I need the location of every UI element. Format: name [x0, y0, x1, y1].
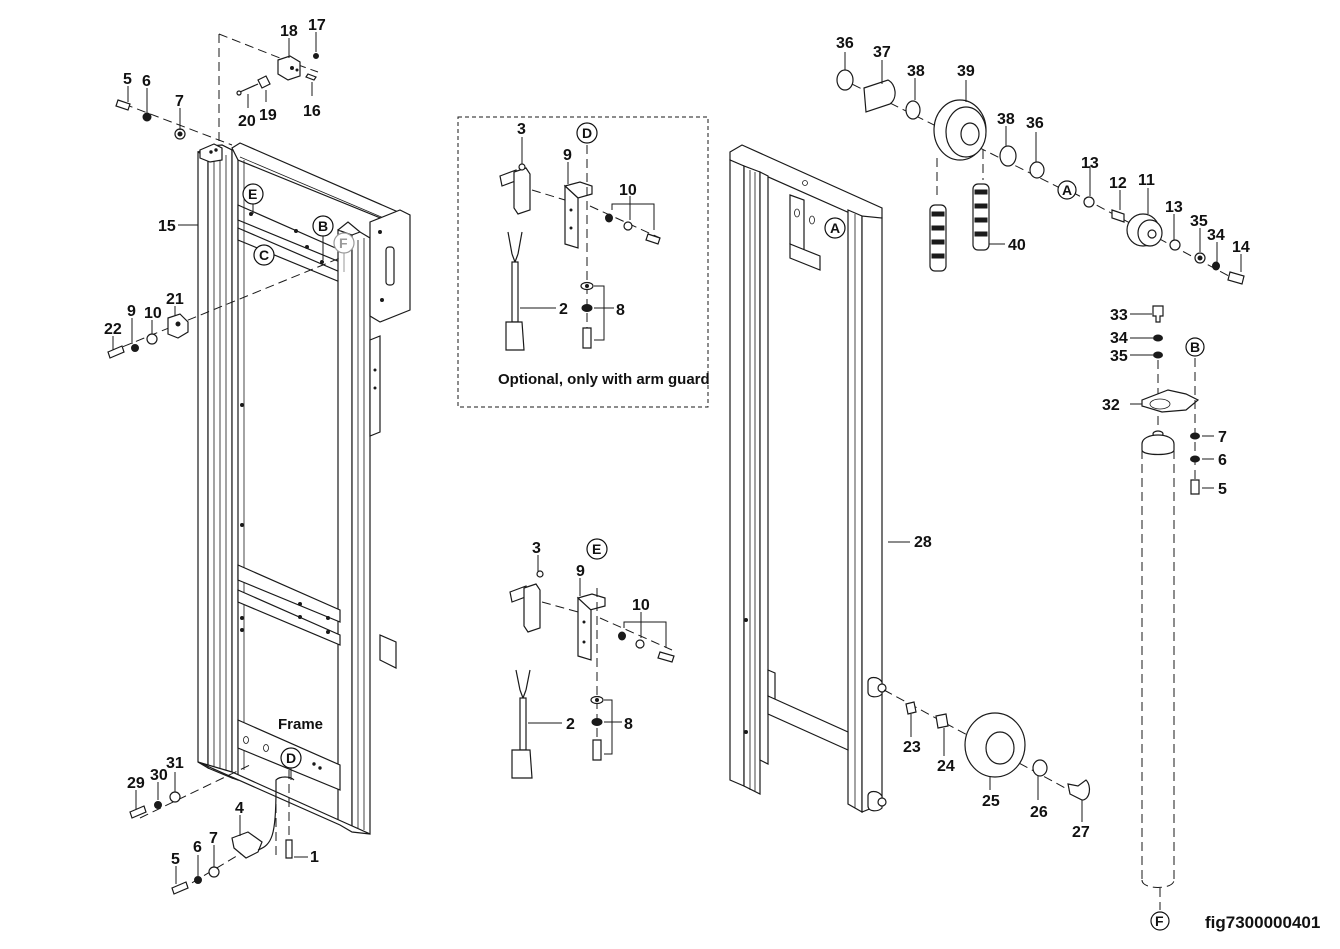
- callout: 31: [166, 755, 184, 772]
- figure-id: fig7300000401: [1205, 913, 1320, 932]
- callout: 8: [624, 716, 633, 733]
- svg-text:A: A: [1062, 182, 1072, 198]
- chain-segment-right: [972, 183, 990, 251]
- svg-text:E: E: [248, 186, 257, 202]
- ref-marker-a: A: [1057, 180, 1077, 200]
- callout: 16: [303, 103, 321, 120]
- callout: 10: [619, 182, 637, 199]
- top-bracket-hardware: [218, 32, 319, 142]
- callout: 7: [209, 830, 218, 847]
- callout: 29: [127, 775, 145, 792]
- guide-pulley-assembly: A 13 12 11 13 35 34 14: [1057, 155, 1250, 285]
- callout: 13: [1081, 155, 1099, 172]
- svg-text:F: F: [1155, 913, 1164, 929]
- callout: 34: [1110, 330, 1128, 347]
- callout: 7: [175, 93, 184, 110]
- callout: 33: [1110, 307, 1128, 324]
- cylinder-assembly: B F 33 34 35 32 7 6 5: [1102, 305, 1227, 931]
- frame-callouts: 5 6 7 18 17 20 19 16 15 21 22 9 10 29 30…: [104, 17, 326, 868]
- svg-text:D: D: [582, 125, 592, 141]
- callout: 6: [142, 73, 151, 90]
- callout: 9: [563, 147, 572, 164]
- callout: 39: [957, 63, 975, 80]
- callout: 19: [259, 107, 277, 124]
- ref-marker-f: F: [333, 232, 355, 272]
- frame-label: Frame: [278, 716, 323, 733]
- callout: 17: [308, 17, 326, 34]
- callout: 36: [1026, 115, 1044, 132]
- callout: 36: [836, 35, 854, 52]
- callout: 38: [997, 111, 1015, 128]
- callout: 2: [559, 301, 568, 318]
- callout: 9: [127, 303, 136, 320]
- callout: 10: [144, 305, 162, 322]
- frame-reference-markers: E B F C D: [242, 183, 355, 780]
- callout: 24: [937, 758, 955, 775]
- top-left-fasteners: [115, 86, 233, 146]
- svg-text:E: E: [592, 541, 601, 557]
- callout: 21: [166, 291, 184, 308]
- callout: 20: [238, 113, 256, 130]
- callout: 9: [576, 563, 585, 580]
- svg-text:C: C: [259, 247, 269, 263]
- callout: 37: [873, 44, 891, 61]
- side-fasteners: [107, 224, 341, 359]
- callout: 2: [566, 716, 575, 733]
- callout: 10: [632, 597, 650, 614]
- callout: 22: [104, 321, 122, 338]
- callout: 25: [982, 793, 1000, 810]
- ref-marker-f: F: [1150, 911, 1170, 931]
- svg-text:D: D: [286, 750, 296, 766]
- optional-arm-guard-box: D 3 9 10 2 8 Optional, only with arm gua…: [457, 116, 710, 408]
- callout: 3: [532, 540, 541, 557]
- callout: 35: [1190, 213, 1208, 230]
- callout: 6: [193, 839, 202, 856]
- callout: 4: [235, 800, 244, 817]
- top-pulley-assembly: 36 37 38 39 38 36 40: [836, 35, 1061, 272]
- callout: 14: [1232, 239, 1250, 256]
- callout: 7: [1218, 429, 1227, 446]
- callout: 13: [1165, 199, 1183, 216]
- ref-marker-a: A: [824, 217, 846, 239]
- callout: 1: [310, 849, 319, 866]
- ref-marker-c: C: [253, 244, 275, 266]
- svg-text:B: B: [318, 218, 328, 234]
- callout: 30: [150, 767, 168, 784]
- callout: 5: [171, 851, 180, 868]
- callout: 6: [1218, 452, 1227, 469]
- callout: 12: [1109, 175, 1127, 192]
- ref-marker-b: B: [312, 215, 334, 260]
- optional-caption: Optional, only with arm guard: [498, 371, 710, 388]
- ref-marker-d: D: [576, 122, 598, 144]
- ref-marker-b: B: [1185, 337, 1205, 357]
- callout: 23: [903, 739, 921, 756]
- chain-segment-left: [929, 204, 947, 272]
- svg-text:B: B: [1190, 339, 1200, 355]
- callout: 35: [1110, 348, 1128, 365]
- mast-assembly: 28 A: [729, 144, 932, 814]
- callout: 5: [123, 71, 132, 88]
- callout: 8: [616, 302, 625, 319]
- switch-assembly: E 3 9 10 2 8: [509, 538, 675, 779]
- svg-text:F: F: [339, 235, 348, 251]
- callout: 26: [1030, 804, 1048, 821]
- callout: 27: [1072, 824, 1090, 841]
- callout: 5: [1218, 481, 1227, 498]
- callout: 40: [1008, 237, 1026, 254]
- callout: 34: [1207, 227, 1225, 244]
- ref-marker-d: D: [280, 747, 302, 780]
- callout: 28: [914, 534, 932, 551]
- callout: 15: [158, 218, 176, 235]
- svg-text:A: A: [830, 220, 840, 236]
- callout: 38: [907, 63, 925, 80]
- ref-marker-e: E: [586, 538, 608, 560]
- callout: 32: [1102, 397, 1120, 414]
- bottom-fasteners: [129, 764, 308, 895]
- callout: 3: [517, 121, 526, 138]
- callout: 18: [280, 23, 298, 40]
- ref-marker-e: E: [242, 183, 264, 214]
- callout: 11: [1138, 172, 1155, 189]
- roller-assembly: 23 24 25 26 27: [883, 689, 1091, 841]
